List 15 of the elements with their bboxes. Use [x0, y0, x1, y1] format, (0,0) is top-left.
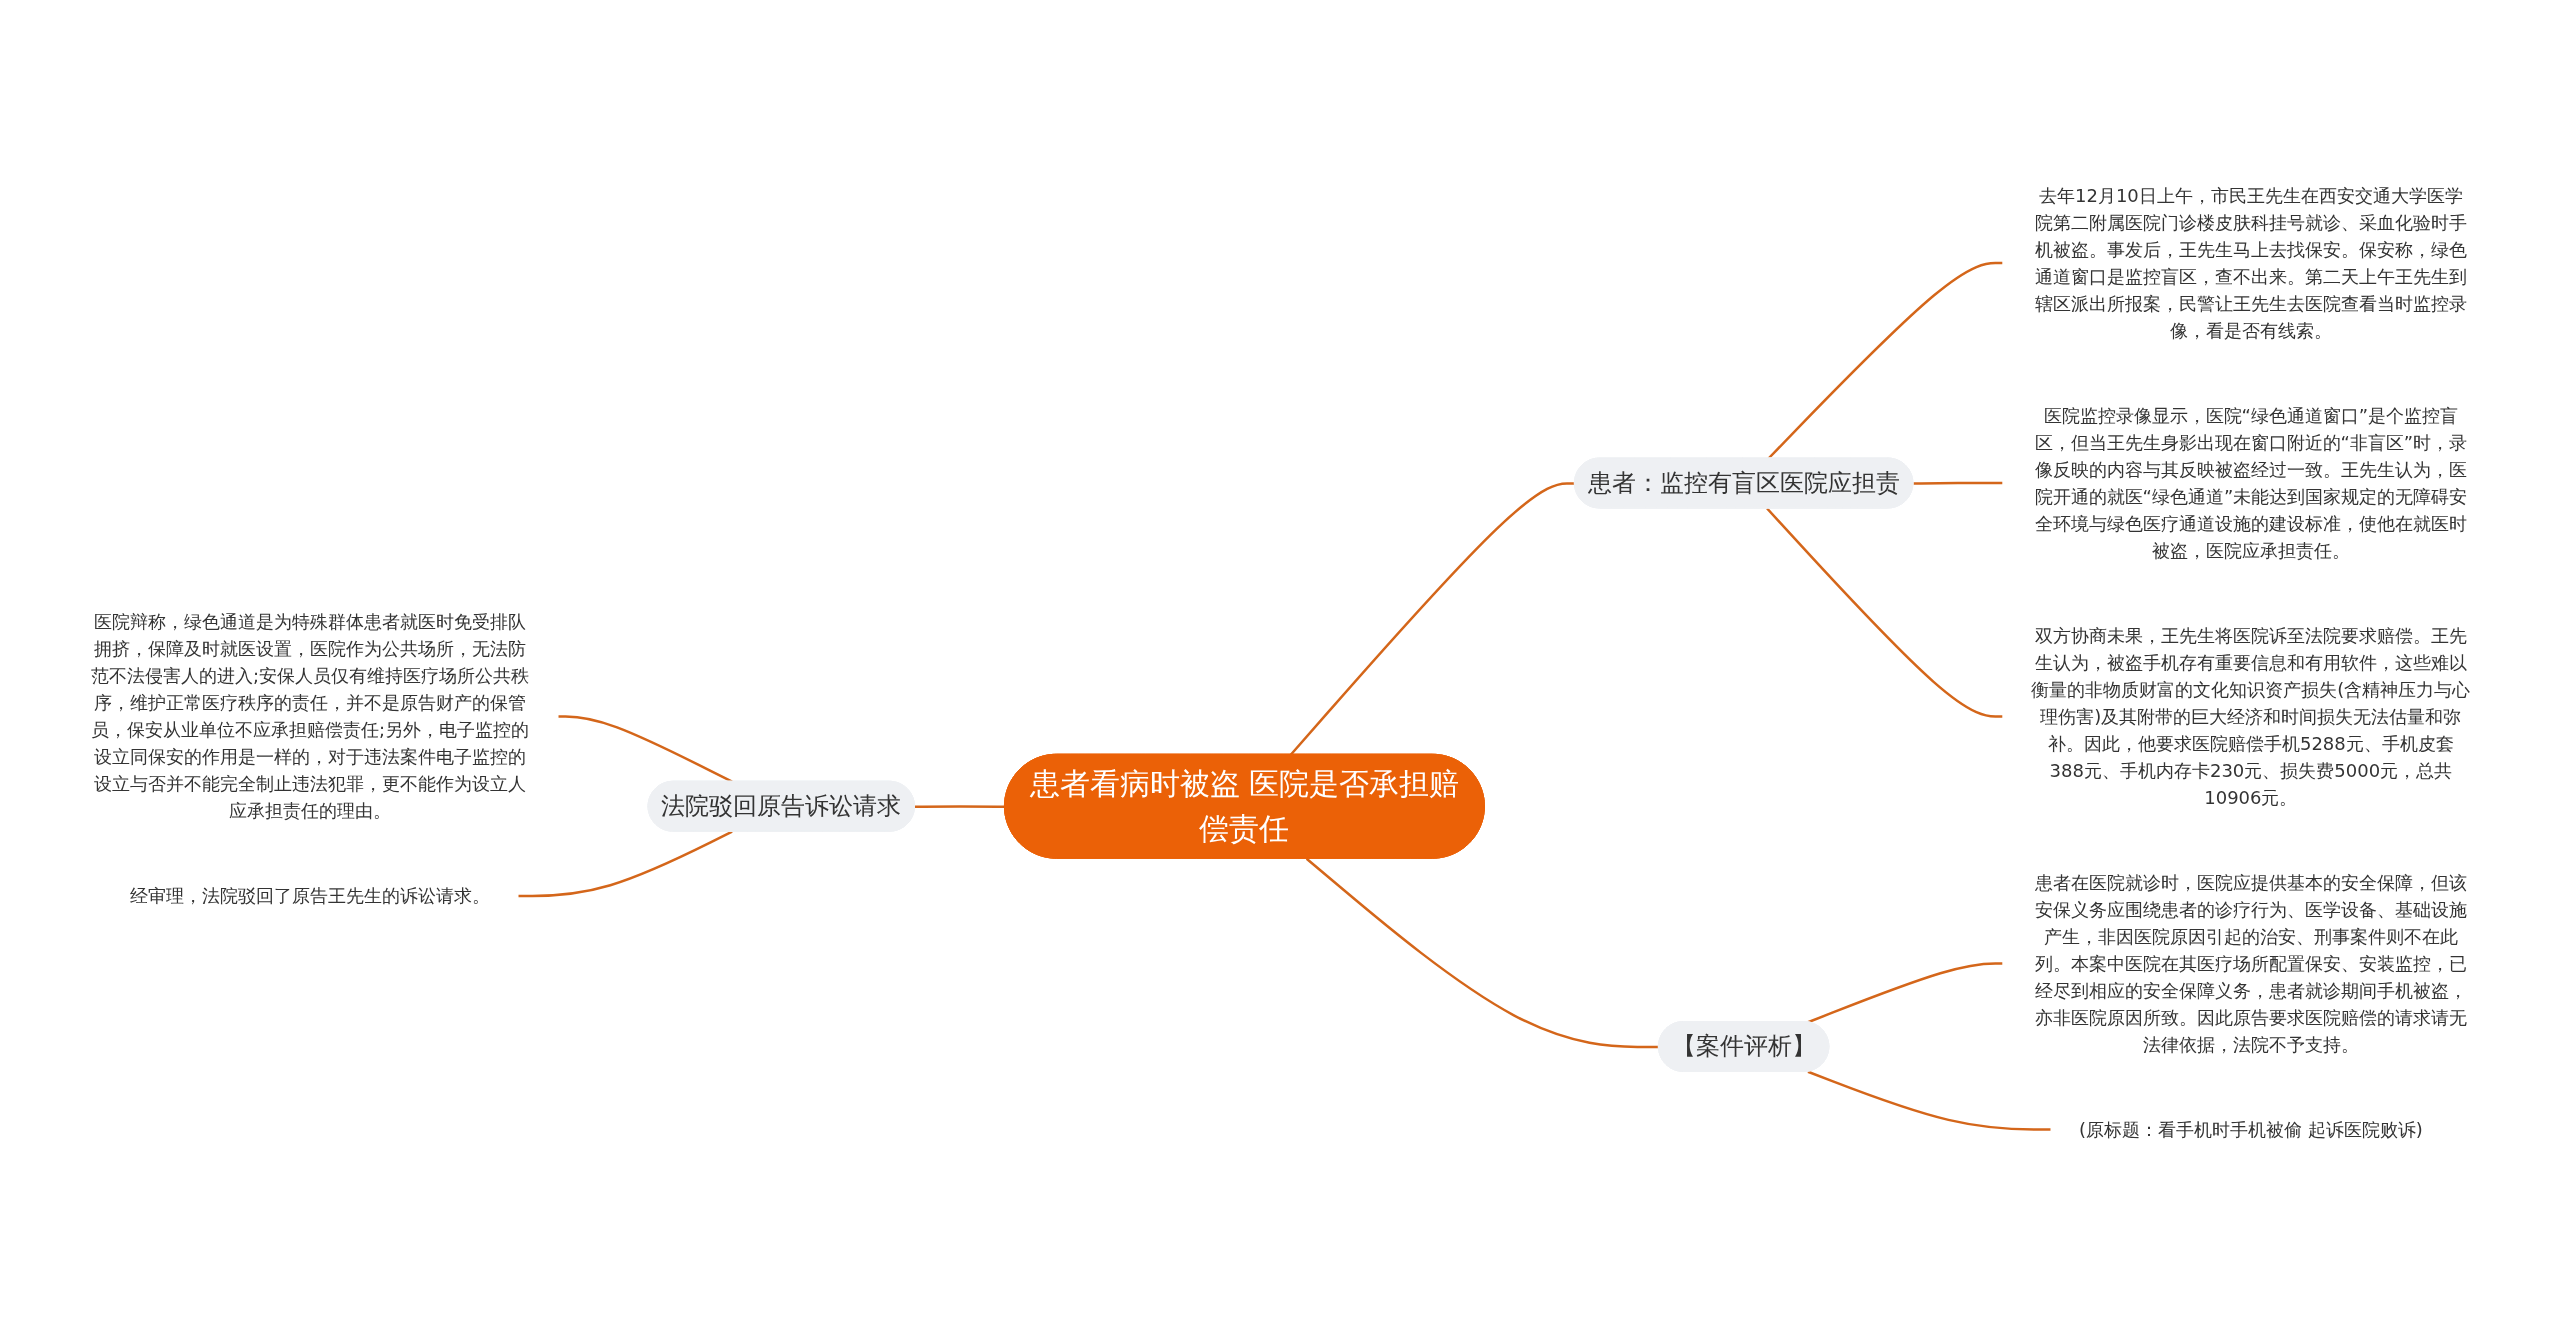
- connector: [1807, 961, 2003, 1023]
- connector: [1912, 481, 2003, 485]
- connector: [1305, 857, 1659, 1048]
- node-text: 患者在医院就诊时，医院应提供基本的安全保障，但该安保义务应围绕患者的诊疗行为、医学设备、基础设施产生，非因医院原因引起的治安、刑事案件则不在此列。本案中医院在其医疗场所配置保安、安装监控，已经尽到相应的安全保障义务，患者就诊期间手机被盗，亦非医院原因所致。因此原告要求医院赔偿的请求请无法律依据，法院不予支持。: [2034, 871, 2467, 1055]
- connector: [1767, 261, 2003, 459]
- node-text: 双方协商未果，王先生将医院诉至法院要求赔偿。王先生认为，被盗手机存有重要信息和有用软件，这些难以衡量的非物质财富的文化知识资产损失(含精神压力与心理伤害)及其附带的巨大经济和时间损失无法估量和弥补。因此，他要求医院赔偿手机5288元、手机皮套388元、手机内存卡230元、损失费5000元，总共10906元。: [2030, 624, 2470, 808]
- connector: [1765, 507, 2003, 718]
- connector: [1807, 1070, 2051, 1131]
- connector: [914, 804, 1005, 808]
- node-text: 医院辩称，绿色通道是为特殊群体患者就医时免受排队拥挤，保障及时就医设置，医院作为公共场所，无法防范不法侵害人的进入;安保人员仅有维持医疗场所公共秩序，维护正常医疗秩序的责任，并不是原告财产的保管员，保安从业单位不应承担赔偿责任;另外，电子监控的设立同保安的作用是一样的，对于违法案件电子监控的设立与否并不能完全制止违法犯罪，更不能作为设立人应承担责任的理由。: [90, 610, 529, 821]
- node-text: 医院监控录像显示，医院“绿色通道窗口”是个监控盲区，但当王先生身影出现在窗口附近的“非盲区”时，录像反映的内容与其反映被盗经过一致。王先生认为，医院开通的就医“绿色通道”未能达到国家规定的无障碍安全环境与绿色医疗通道设施的建设标准，使他在就医时被盗，医院应承担责任。: [2034, 404, 2467, 561]
- node-text: 去年12月10日上午，市民王先生在西安交通大学医学院第二附属医院门诊楼皮肤科挂号就诊、采血化验时手机被盗。事发后，王先生马上去找保安。保安称，绿色通道窗口是监控盲区，查不出来。第二天上午王先生到辖区派出所报案，民警让王先生去医院查看当时监控录像，看是否有线索。: [2034, 184, 2467, 341]
- connector: [517, 830, 733, 897]
- node-text: (原标题：看手机时手机被偷 起诉医院败诉): [2078, 1118, 2423, 1140]
- node-text: 经审理，法院驳回了原告王先生的诉讼请求。: [129, 884, 490, 906]
